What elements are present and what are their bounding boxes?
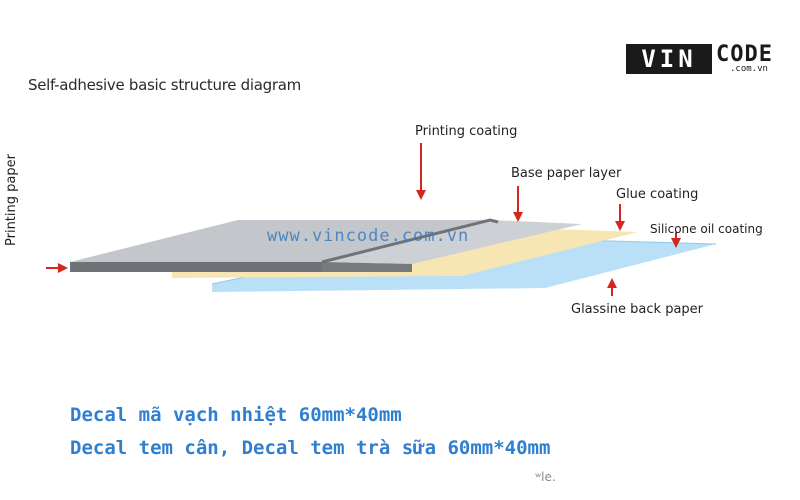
label-glassine-back-paper: Glassine back paper: [571, 302, 704, 317]
logo-text: CODE: [716, 42, 773, 67]
vincode-logo: VIN CODE .com.vn: [626, 42, 776, 74]
logo-domain: .com.vn: [730, 64, 768, 74]
label-silicone-oil-coating: Silicone oil coating: [650, 222, 763, 236]
caption-line-1: Decal mã vạch nhiệt 60mm*40mm: [70, 404, 402, 426]
watermark-url: www.vincode.com.vn: [267, 226, 470, 246]
arrow-glue-coating: [615, 204, 625, 231]
printing-coating-edge: [321, 218, 499, 264]
label-printing-paper: Printing paper: [4, 154, 19, 246]
arrow-base-paper-layer: [513, 186, 523, 222]
arrow-printing-paper: [46, 263, 68, 273]
arrow-glassine-back-paper: [607, 278, 617, 296]
base-paper-layer-edge: [322, 262, 412, 272]
base-paper-layer-top-face: [322, 220, 582, 264]
stray-text-fragment: ʷle.: [535, 470, 556, 484]
arrow-silicone-oil-coating: [671, 232, 681, 248]
logo-box-text: VIN: [626, 44, 712, 74]
printing-paper-top-face: [70, 220, 490, 262]
caption-line-2: Decal tem cân, Decal tem trà sữa 60mm*40…: [70, 437, 551, 459]
arrow-printing-coating: [416, 143, 426, 200]
label-printing-coating: Printing coating: [415, 124, 518, 139]
label-base-paper-layer: Base paper layer: [511, 166, 622, 181]
diagram-title: Self-adhesive basic structure diagram: [28, 76, 301, 94]
printing-paper-edge: [70, 262, 322, 272]
label-glue-coating: Glue coating: [616, 187, 699, 202]
